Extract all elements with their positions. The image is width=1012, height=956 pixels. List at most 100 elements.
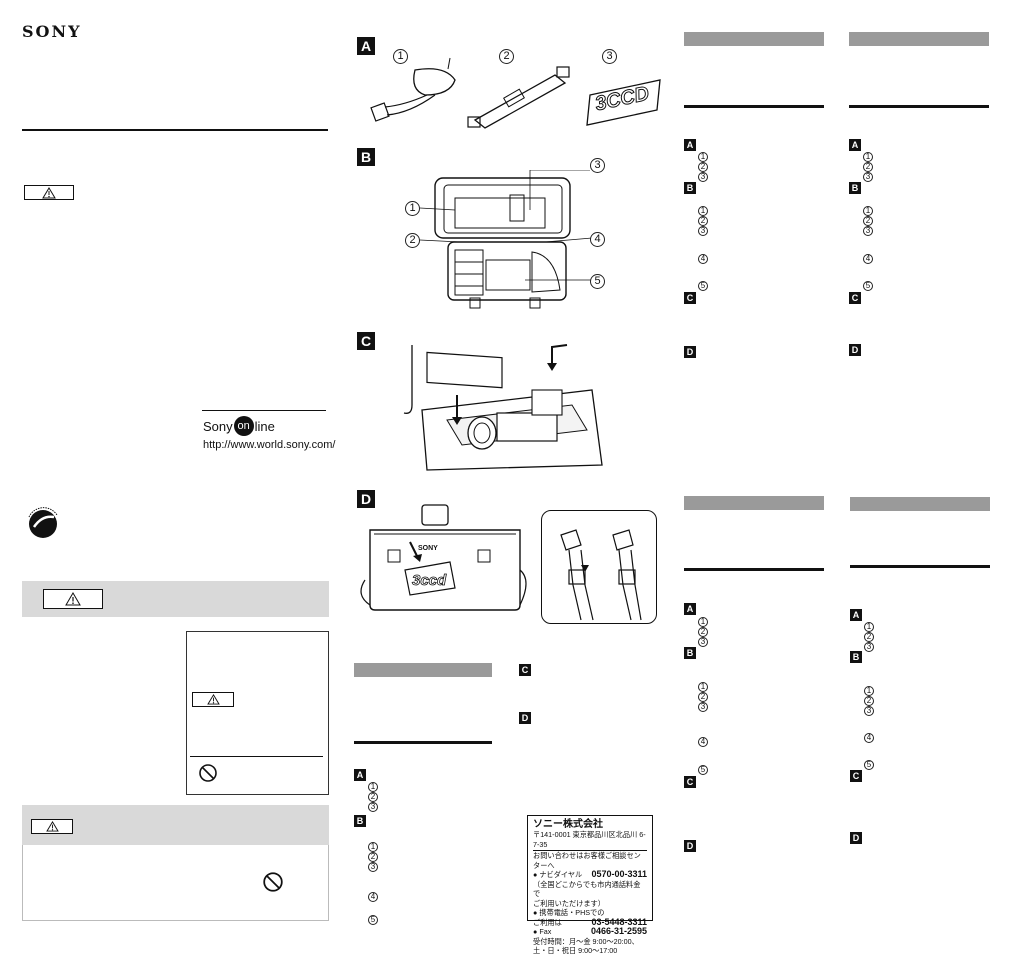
warning-label bbox=[24, 185, 74, 200]
panel4-b-3: 3 bbox=[864, 706, 874, 716]
panel3-b-4: 4 bbox=[698, 737, 708, 747]
panel4-a-1: 1 bbox=[864, 622, 874, 632]
panel2-a-1: 1 bbox=[863, 152, 873, 162]
navi-label: ● ナビダイヤル bbox=[533, 870, 583, 879]
panel3-b-5: 5 bbox=[698, 765, 708, 775]
mid-a-1: 1 bbox=[368, 782, 378, 792]
mid-b-4: 4 bbox=[368, 892, 378, 902]
navi-number: 0570-00-3311 bbox=[591, 869, 647, 879]
panel2-sec-b: B bbox=[849, 182, 861, 194]
mid-b-3: 3 bbox=[368, 862, 378, 872]
panel3-b-2: 2 bbox=[698, 692, 708, 702]
sony-online-logo: Sony on line bbox=[203, 416, 275, 436]
fax-number: 0466-31-2595 bbox=[590, 926, 647, 936]
figure-d-badge-text: 3ccd bbox=[412, 572, 447, 590]
mid-a-3: 3 bbox=[368, 802, 378, 812]
card-header: お問い合わせはお客様ご相談センターへ bbox=[533, 850, 647, 870]
figure-b-callout-5: 5 bbox=[590, 274, 605, 289]
figure-a-accessories bbox=[370, 57, 661, 129]
shoulder-strap bbox=[473, 74, 567, 129]
lower-caution-label bbox=[31, 819, 73, 834]
panel2-b-4: 4 bbox=[863, 254, 873, 264]
panel3-bar bbox=[684, 496, 824, 510]
sony-logo: SONY bbox=[22, 22, 82, 41]
panel2-b-1: 1 bbox=[863, 206, 873, 216]
mid-sec-d: D bbox=[519, 712, 531, 724]
company-address: 〒141-0001 東京都品川区北品川 6-7-35 bbox=[533, 830, 646, 849]
mobile-label-2: ご利用は bbox=[533, 917, 562, 927]
panel1-rule bbox=[684, 105, 824, 108]
lower-caution-body bbox=[22, 845, 329, 921]
panel3-b-3: 3 bbox=[698, 702, 708, 712]
figure-a-callout-1: 1 bbox=[393, 49, 408, 64]
panel4-rule bbox=[850, 565, 990, 568]
panel2-b-5: 5 bbox=[863, 281, 873, 291]
panel4-b-4: 4 bbox=[864, 733, 874, 743]
panel3-a-3: 3 bbox=[698, 637, 708, 647]
figure-a-callout-2: 2 bbox=[499, 49, 514, 64]
figure-c-camera-in-case bbox=[403, 344, 603, 471]
sony-url-link[interactable]: http://www.world.sony.com/ bbox=[203, 439, 336, 451]
hours-2: 土・日・祝日 9:00〜17:00 bbox=[533, 946, 618, 955]
panel4-a-2: 2 bbox=[864, 632, 874, 642]
notice-warning-label bbox=[192, 692, 234, 707]
warning-icon bbox=[42, 186, 56, 198]
lens-cap-pouch bbox=[413, 68, 456, 96]
panel3-sec-a: A bbox=[684, 603, 696, 615]
figure-b-callout-4: 4 bbox=[590, 232, 605, 247]
notice-box bbox=[186, 631, 329, 795]
company-name: ソニー株式会社 bbox=[533, 819, 603, 830]
panel4-b-1: 1 bbox=[864, 686, 874, 696]
figure-a-callout-3: 3 bbox=[602, 49, 617, 64]
mobile-label: ● 携帯電話・PHSでの bbox=[533, 908, 605, 917]
panel2-sec-d: D bbox=[849, 344, 861, 356]
panel4-b-2: 2 bbox=[864, 696, 874, 706]
panel2-b-3: 3 bbox=[863, 226, 873, 236]
hours-1: 受付時間：月〜金 9:00〜20:00、 bbox=[533, 936, 639, 946]
prohibited-icon bbox=[263, 872, 283, 892]
caution-label bbox=[43, 589, 103, 609]
panel3-rule bbox=[684, 568, 824, 571]
panel4-sec-a: A bbox=[850, 609, 862, 621]
panel4-a-3: 3 bbox=[864, 642, 874, 652]
panel3-sec-d: D bbox=[684, 840, 696, 852]
panel1-a-1: 1 bbox=[698, 152, 708, 162]
panel1-b-4: 4 bbox=[698, 254, 708, 264]
sony-online-word3: line bbox=[254, 418, 275, 434]
warning-icon bbox=[45, 821, 59, 832]
mid-b-2: 2 bbox=[368, 852, 378, 862]
panel3-a-1: 1 bbox=[698, 617, 708, 627]
mid-sec-b: B bbox=[354, 815, 366, 827]
panel1-b-5: 5 bbox=[698, 281, 708, 291]
panel2-sec-c: C bbox=[849, 292, 861, 304]
panel4-sec-c: C bbox=[850, 770, 862, 782]
panel2-rule bbox=[849, 105, 989, 108]
warning-icon bbox=[65, 592, 81, 606]
figure-d-case-logo: SONY bbox=[418, 545, 438, 552]
figure-b-callout-3: 3 bbox=[590, 158, 605, 173]
panel2-a-3: 3 bbox=[863, 172, 873, 182]
figure-d-label: D bbox=[357, 490, 375, 508]
figure-d-closed-case bbox=[360, 504, 527, 611]
prohibited-icon bbox=[199, 764, 217, 782]
panel3-sec-c: C bbox=[684, 776, 696, 788]
warning-icon bbox=[206, 694, 220, 705]
navi-note-1: （全国どこからでも市内通話料金で bbox=[533, 879, 641, 899]
panel1-b-3: 3 bbox=[698, 226, 708, 236]
mid-b-5: 5 bbox=[368, 915, 378, 925]
figure-b-case-open bbox=[420, 170, 593, 309]
panel2-a-2: 2 bbox=[863, 162, 873, 172]
panel2-sec-a: A bbox=[849, 139, 861, 151]
panel1-b-2: 2 bbox=[698, 216, 708, 226]
figure-c-label: C bbox=[357, 332, 375, 350]
mid-sec-a: A bbox=[354, 769, 366, 781]
panel1-sec-d: D bbox=[684, 346, 696, 358]
panel4-sec-d: D bbox=[850, 832, 862, 844]
panel1-sec-b: B bbox=[684, 182, 696, 194]
panel3-a-2: 2 bbox=[698, 627, 708, 637]
lower-caution-band bbox=[22, 805, 329, 845]
notice-divider bbox=[190, 756, 323, 757]
panel1-sec-c: C bbox=[684, 292, 696, 304]
eco-mark-icon bbox=[28, 507, 58, 538]
panel1-a-3: 3 bbox=[698, 172, 708, 182]
